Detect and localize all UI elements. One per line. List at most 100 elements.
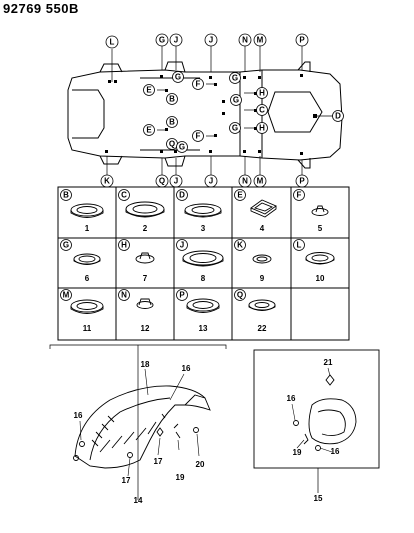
svg-text:G: G [233,96,239,105]
callout-bottom-p: P [295,174,309,188]
plug-8-icon [182,250,224,267]
svg-text:M: M [63,291,70,300]
plug-part-numbers: 1 2 3 4 5 6 7 8 9 10 11 12 13 22 [83,224,325,333]
right-label-16-b: 16 [331,447,340,456]
svg-text:P: P [299,36,305,45]
part-number-5: 5 [318,224,323,233]
cell-letter-f: F [293,189,305,201]
svg-text:G: G [175,73,181,82]
svg-text:H: H [121,241,127,250]
left-label-19: 19 [176,473,185,482]
cell-letter-m: M [60,289,72,301]
svg-text:G: G [179,143,185,152]
svg-text:Q: Q [169,140,175,149]
part-number-2: 2 [143,224,148,233]
svg-text:Q: Q [237,291,243,300]
right-assembly-leaders [291,367,333,453]
left-label-16-b: 18 [141,360,150,369]
cell-letter-q: Q [234,289,246,301]
callout-top-l: L [105,35,119,49]
svg-text:J: J [180,241,184,250]
svg-text:P: P [179,291,185,300]
cell-letter-j: J [176,239,188,251]
cell-letter-e: E [234,189,246,201]
plug-4-icon [250,199,277,218]
callout-top-j1: J [169,33,183,47]
svg-text:H: H [259,89,265,98]
svg-text:G: G [232,124,238,133]
callout-top-n: N [238,33,252,47]
callout-top-m: M [253,33,267,47]
svg-text:N: N [242,177,248,186]
svg-text:F: F [196,80,201,89]
left-assembly-number: 14 [134,496,143,505]
left-label-16-a: 16 [74,411,83,420]
callout-bottom-q: Q [155,174,169,188]
svg-text:M: M [257,36,264,45]
part-number-6: 6 [85,274,90,283]
svg-text:K: K [104,177,110,186]
callout-bottom-m: M [253,174,267,188]
callout-bottom-j2: J [204,174,218,188]
callout-int-q: Q [166,138,178,150]
left-assembly-bracket [49,344,227,500]
callout-int-e2: E [143,124,155,136]
part-number-8: 8 [201,274,206,283]
right-label-16-a: 16 [287,394,296,403]
left-splash-shield-drawing [73,385,211,469]
svg-text:B: B [169,118,175,127]
callout-int-g4: G [230,94,242,106]
svg-text:K: K [237,241,243,250]
part-number-12: 12 [141,324,150,333]
cell-letter-p: P [176,289,188,301]
left-assembly-labels: 16 18 16 17 19 20 17 14 [74,360,205,505]
cell-letter-n: N [118,289,130,301]
right-assembly-frame [253,349,380,469]
plug-cell-letters: B C D E F G H J K L M N P Q [60,189,305,301]
part-number-11: 11 [83,324,92,333]
vehicle-body-outline [67,61,343,169]
callout-int-g3: G [229,122,241,134]
callout-int-f1: F [192,78,204,90]
callout-bottom-j1: J [169,174,183,188]
svg-text:J: J [209,36,213,45]
svg-text:J: J [209,177,213,186]
svg-text:C: C [259,106,265,115]
callout-int-c: C [256,104,268,116]
left-label-18: 16 [182,364,191,373]
svg-text:G: G [63,241,69,250]
callout-top-g: G [155,33,169,47]
plug-10-icon [305,252,335,265]
callout-bottom-k: K [100,174,114,188]
right-label-19: 19 [293,448,302,457]
left-assembly-leaders [79,368,200,477]
cell-letter-h: H [118,239,130,251]
svg-text:G: G [159,36,165,45]
svg-text:E: E [237,191,243,200]
callout-int-g5: G [176,141,188,153]
callout-bottom-n: N [238,174,252,188]
plug-1-icon [70,203,104,218]
part-number-9: 9 [260,274,265,283]
left-label-20: 20 [196,460,205,469]
right-assembly-number: 15 [314,494,323,503]
left-label-17-a: 17 [154,457,163,466]
svg-text:E: E [146,126,152,135]
part-number-4: 4 [260,224,265,233]
cell-letter-k: K [234,239,246,251]
svg-text:F: F [297,191,302,200]
plug-5-icon [311,205,329,216]
svg-text:F: F [196,132,201,141]
plug-6-icon [73,253,101,265]
cell-letter-g: G [60,239,72,251]
cell-letter-l: L [293,239,305,251]
svg-text:J: J [174,177,178,186]
part-number-1: 1 [85,224,90,233]
plug-9-icon [252,254,272,264]
callout-int-h1: H [256,87,268,99]
part-number-13: 13 [199,324,208,333]
plug-12-icon [136,298,154,309]
svg-text:Q: Q [159,177,165,186]
left-label-17-b: 17 [122,476,131,485]
part-number-10: 10 [316,274,325,283]
